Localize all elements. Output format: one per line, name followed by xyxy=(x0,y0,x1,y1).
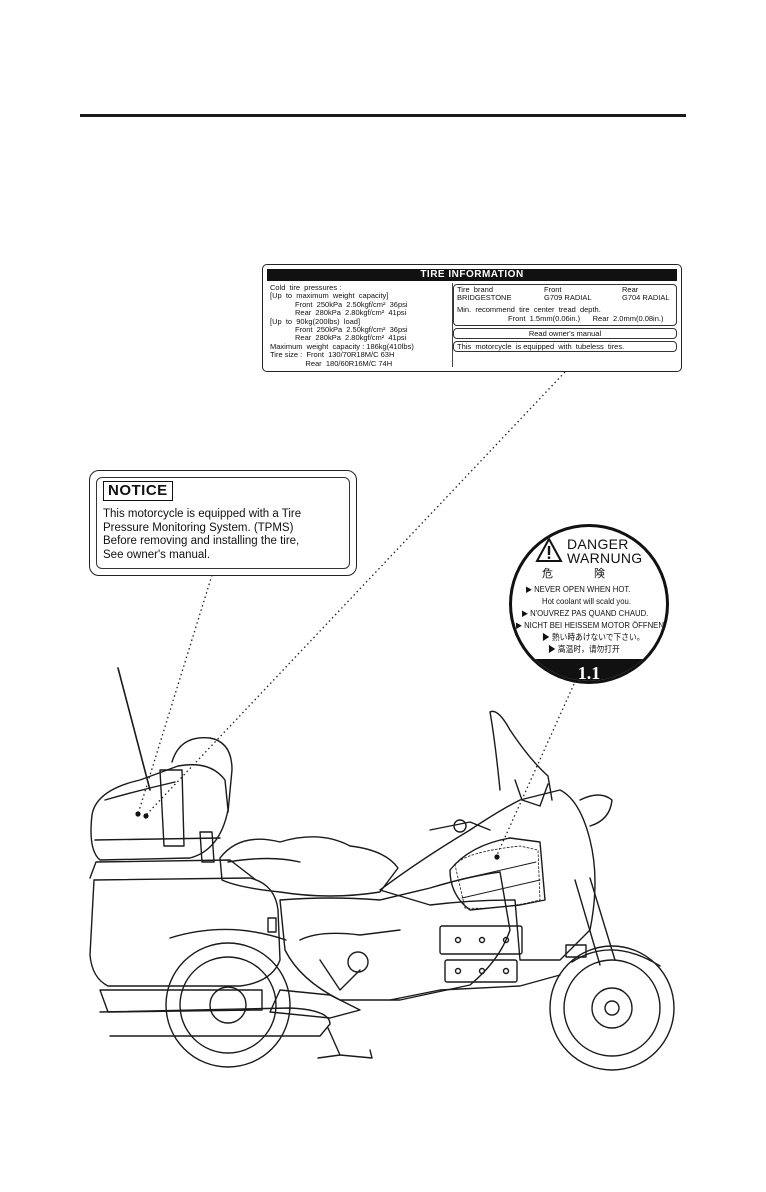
rear-tire-model: G704 RADIAL xyxy=(622,293,670,302)
radiator-cap-danger-label: DANGER WARNUNG 危 険 ▶ NEVER OPEN WHEN HOT… xyxy=(509,524,669,684)
tire-information-title: TIRE INFORMATION xyxy=(267,269,677,281)
max-rear-pressure-line: Rear 280kPa 2.80kgf/cm² 41psi xyxy=(270,308,407,318)
read-manual-text: Read owner's manual xyxy=(528,329,602,338)
tire-size-front-line: Tire size : Front 130/70R18M/C 63H xyxy=(270,350,395,360)
tread-depth-values: Front 1.5mm(0.06in.) Rear 2.0mm(0.08in.) xyxy=(508,313,664,323)
danger-title: DANGER xyxy=(567,536,629,552)
japanese-title-right: 険 xyxy=(594,568,605,580)
warnung-title: WARNUNG xyxy=(567,550,643,566)
notice-line-1: This motorcycle is equipped with a Tire xyxy=(103,508,302,520)
front-header: Front xyxy=(544,285,562,294)
notice-line-2: Pressure Monitoring System. (TPMS) xyxy=(103,521,294,534)
tubeless-text: This motorcycle is equipped with tubeles… xyxy=(457,342,625,351)
tire-brand-box: Tire brand Front Rear BRIDGESTONE G709 R… xyxy=(453,284,677,326)
read-manual-box: Read owner's manual xyxy=(453,328,677,339)
tire-size-rear-line: Rear 180/60R16M/C 74H xyxy=(270,358,393,368)
japanese-title-left: 危 xyxy=(542,568,553,580)
danger-line-chinese: ▶ 高温时，请勿打开 xyxy=(548,644,620,654)
tpms-notice-label: NOTICE This motorcycle is equipped with … xyxy=(89,470,357,576)
pressure-band xyxy=(512,659,666,681)
notice-line-4: See owner's manual. xyxy=(103,548,211,561)
danger-line-german: ▶ NICHT BEI HEISSEM MOTOR ÖFFNEN. xyxy=(516,620,666,630)
tubeless-box: This motorcycle is equipped with tubeles… xyxy=(453,341,677,352)
danger-line-japanese: ▶ 熱い時あけないで下さい。 xyxy=(542,632,645,642)
tire-label-divider xyxy=(452,283,453,367)
load-90kg-line: [Up to 90kg(200lbs) load] xyxy=(270,316,361,326)
header-rule xyxy=(80,114,686,117)
tire-information-label: TIRE INFORMATION Cold tire pressures : [… xyxy=(262,264,682,372)
warning-triangle-icon xyxy=(535,537,563,562)
pressure-value: 1.1 xyxy=(577,663,601,681)
load-rear-pressure-line: Rear 280kPa 2.80kgf/cm² 41psi xyxy=(270,333,407,343)
danger-line-coolant: Hot coolant will scald you. xyxy=(542,596,631,606)
tire-brand-header: Tire brand xyxy=(457,285,493,294)
front-tire-model: G709 RADIAL xyxy=(544,293,592,302)
danger-line-french: ▶ N'OUVREZ PAS QUAND CHAUD. xyxy=(522,608,649,618)
tire-brand-value: BRIDGESTONE xyxy=(457,293,512,302)
load-front-pressure-line: Front 250kPa 2.50kgf/cm² 36psi xyxy=(270,325,408,334)
danger-line-english: ▶ NEVER OPEN WHEN HOT. xyxy=(526,584,631,594)
notice-inner-border xyxy=(96,477,350,569)
notice-line-3: Before removing and installing the tire, xyxy=(103,535,300,547)
max-capacity-line: [Up to maximum weight capacity] xyxy=(270,291,389,301)
notice-title: NOTICE xyxy=(103,481,173,501)
max-front-pressure-line: Front 250kPa 2.50kgf/cm² 36psi xyxy=(270,299,408,309)
max-weight-line: Maximum weight capacity : 186kg(410lbs) xyxy=(270,341,414,351)
cold-tire-pressures-line: Cold tire pressures : xyxy=(270,283,342,292)
tread-depth-title: Min. recommend tire center tread depth. xyxy=(457,305,601,314)
danger-label-face: DANGER WARNUNG 危 険 ▶ NEVER OPEN WHEN HOT… xyxy=(512,527,666,681)
rear-header: Rear xyxy=(622,285,639,294)
